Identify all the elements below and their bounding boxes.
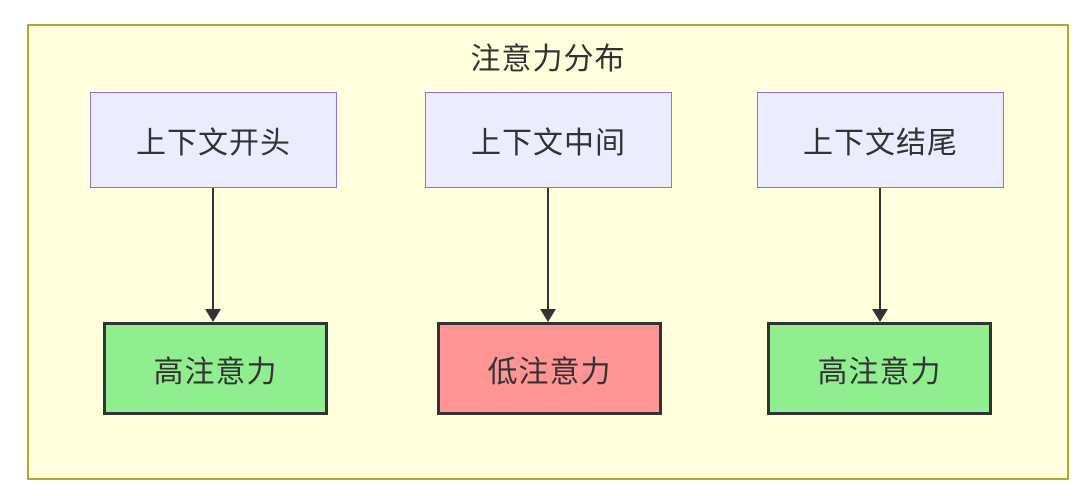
node-context-beginning-label: 上下文开头 bbox=[136, 126, 291, 161]
node-high-attention-left: 高注意力 bbox=[103, 322, 328, 415]
arrow-line bbox=[212, 188, 214, 311]
node-context-end-label: 上下文结尾 bbox=[803, 126, 958, 161]
arrow-context-middle-to-low bbox=[540, 188, 556, 322]
attention-distribution-container: 注意力分布 上下文开头 上下文中间 上下文结尾 高注意力 低注意力 bbox=[27, 24, 1069, 480]
node-high-attention-left-label: 高注意力 bbox=[153, 354, 278, 390]
arrow-head-icon bbox=[540, 309, 556, 322]
node-context-end: 上下文结尾 bbox=[757, 92, 1004, 188]
arrow-context-beginning-to-high bbox=[205, 188, 221, 322]
arrow-head-icon bbox=[872, 309, 888, 322]
arrow-head-icon bbox=[205, 309, 221, 322]
diagram-title: 注意力分布 bbox=[470, 42, 626, 77]
node-high-attention-right-label: 高注意力 bbox=[817, 354, 942, 390]
node-low-attention: 低注意力 bbox=[437, 322, 662, 415]
node-high-attention-right: 高注意力 bbox=[767, 322, 992, 415]
arrow-context-end-to-high bbox=[872, 188, 888, 322]
node-context-middle-label: 上下文中间 bbox=[471, 126, 626, 161]
node-context-beginning: 上下文开头 bbox=[90, 92, 337, 188]
arrow-line bbox=[879, 188, 881, 311]
node-context-middle: 上下文中间 bbox=[425, 92, 672, 188]
node-low-attention-label: 低注意力 bbox=[487, 354, 612, 390]
arrow-line bbox=[547, 188, 549, 311]
